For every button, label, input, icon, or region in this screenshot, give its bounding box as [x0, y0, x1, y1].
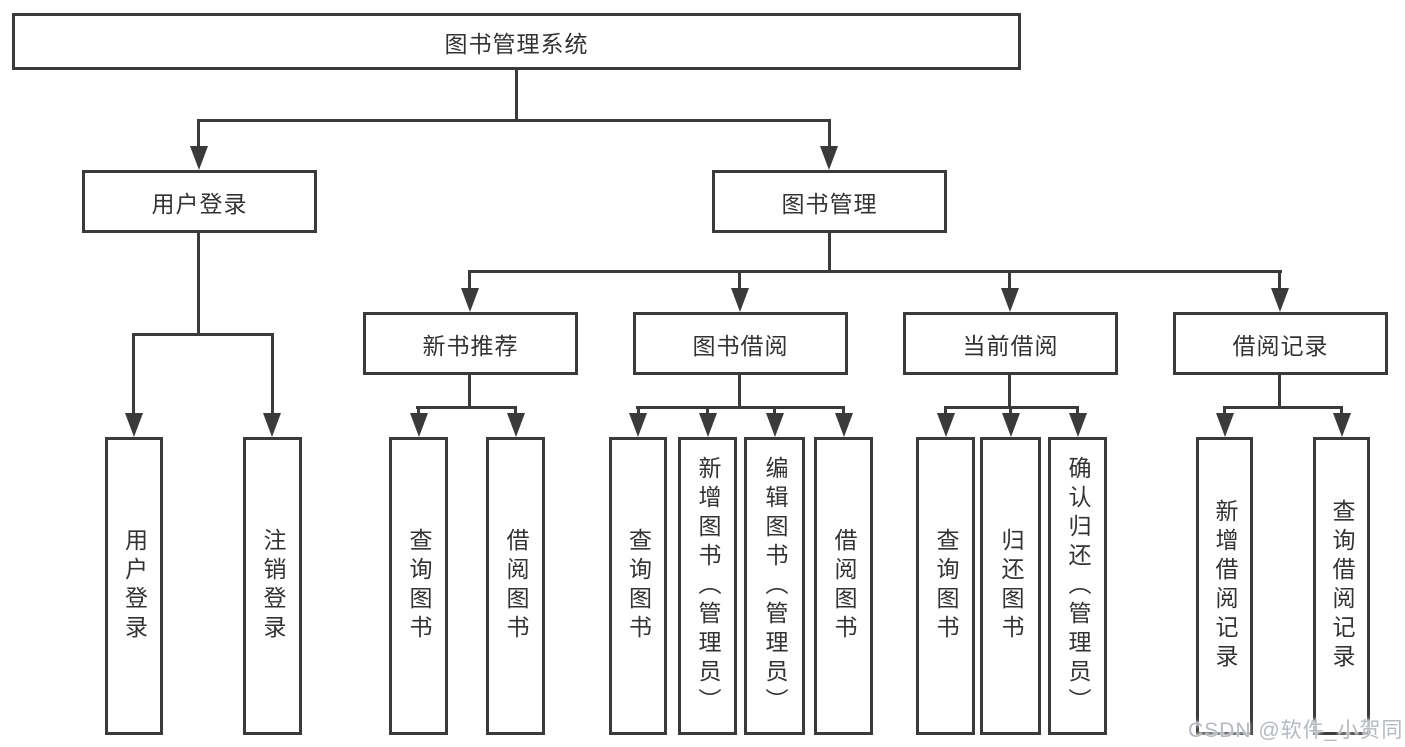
node-book-management: 图书管理 — [712, 170, 947, 233]
connector — [1009, 406, 1012, 418]
leaf-borrow-add-books-admin-label: 新增图书（管理员） — [695, 455, 721, 717]
leaf-recommend-borrow-books-label: 借阅图书 — [503, 528, 529, 644]
leaf-records-query-record: 查询借阅记录 — [1313, 437, 1370, 735]
connector — [468, 270, 1282, 273]
connector — [1278, 375, 1281, 408]
node-borrow-records-label: 借阅记录 — [1232, 332, 1329, 359]
connector — [468, 270, 471, 290]
csdn-watermark: CSDN @软件_小贺同学 — [1188, 719, 1405, 742]
connector — [944, 406, 947, 418]
connector — [468, 375, 471, 408]
connector — [132, 333, 274, 336]
connector — [271, 333, 274, 415]
leaf-records-query-record-label: 查询借阅记录 — [1329, 499, 1355, 673]
leaf-recommend-borrow-books: 借阅图书 — [486, 437, 545, 735]
leaf-current-return-books-label: 归还图书 — [998, 528, 1024, 644]
arrowhead — [1002, 413, 1020, 437]
arrowhead — [820, 146, 838, 170]
node-user-login-label: 用户登录 — [151, 190, 248, 217]
leaf-recommend-query-books-label: 查询图书 — [406, 528, 432, 644]
arrowhead — [1333, 413, 1351, 437]
node-current-borrow: 当前借阅 — [903, 312, 1118, 375]
leaf-borrow-borrow-books: 借阅图书 — [814, 437, 873, 735]
leaf-current-query-books: 查询图书 — [916, 437, 975, 735]
node-book-borrow-label: 图书借阅 — [692, 332, 789, 359]
connector — [417, 406, 420, 418]
node-current-borrow-label: 当前借阅 — [962, 332, 1059, 359]
arrowhead — [263, 413, 281, 437]
leaf-recommend-query-books: 查询图书 — [389, 437, 448, 735]
connector — [842, 406, 845, 418]
arrowhead — [1271, 288, 1289, 312]
connector — [197, 233, 200, 335]
connector — [1223, 406, 1226, 418]
node-new-book-recommend-label: 新书推荐 — [422, 332, 519, 359]
connector — [1223, 406, 1343, 409]
leaf-borrow-add-books-admin: 新增图书（管理员） — [678, 437, 737, 735]
arrowhead — [190, 146, 208, 170]
node-book-borrow: 图书借阅 — [633, 312, 848, 375]
arrowhead — [766, 413, 784, 437]
arrowhead — [410, 413, 428, 437]
arrowhead — [507, 413, 525, 437]
leaf-current-return-books: 归还图书 — [980, 437, 1041, 735]
leaf-user-login: 用户登录 — [105, 437, 163, 735]
connector — [132, 333, 135, 415]
leaf-records-add-record: 新增借阅记录 — [1196, 437, 1253, 735]
arrowhead — [731, 288, 749, 312]
connector — [706, 406, 709, 418]
connector — [1340, 406, 1343, 418]
arrowhead — [629, 413, 647, 437]
connector — [197, 119, 831, 122]
connector — [515, 70, 518, 121]
connector — [1008, 375, 1011, 408]
arrowhead — [835, 413, 853, 437]
node-borrow-records: 借阅记录 — [1173, 312, 1388, 375]
leaf-current-confirm-return-admin: 确认归还（管理员） — [1048, 437, 1107, 735]
connector — [773, 406, 776, 418]
node-user-login: 用户登录 — [82, 170, 317, 233]
node-root: 图书管理系统 — [12, 13, 1021, 70]
connector — [416, 406, 517, 409]
leaf-records-add-record-label: 新增借阅记录 — [1212, 499, 1238, 673]
connector — [197, 119, 200, 149]
arrowhead — [1216, 413, 1234, 437]
node-root-label: 图书管理系统 — [444, 30, 589, 57]
leaf-borrow-query-books-label: 查询图书 — [625, 528, 652, 644]
arrowhead — [937, 413, 955, 437]
leaf-borrow-edit-books-admin: 编辑图书（管理员） — [744, 437, 805, 735]
connector — [1278, 270, 1281, 290]
node-book-management-label: 图书管理 — [781, 190, 878, 217]
arrowhead — [1001, 288, 1019, 312]
leaf-borrow-edit-books-admin-label: 编辑图书（管理员） — [762, 455, 788, 717]
connector — [514, 406, 517, 418]
arrowhead — [461, 288, 479, 312]
node-new-book-recommend: 新书推荐 — [363, 312, 578, 375]
arrowhead — [125, 413, 143, 437]
connector — [828, 119, 831, 149]
leaf-user-login-label: 用户登录 — [121, 528, 148, 644]
connector — [636, 406, 845, 409]
leaf-logout: 注销登录 — [243, 437, 302, 735]
connector — [637, 406, 640, 418]
leaf-current-query-books-label: 查询图书 — [933, 528, 959, 644]
connector — [1008, 270, 1011, 290]
arrowhead — [1069, 413, 1087, 437]
connector — [738, 270, 741, 290]
connector — [1076, 406, 1079, 418]
connector — [828, 233, 831, 272]
arrowhead — [699, 413, 717, 437]
leaf-logout-label: 注销登录 — [260, 528, 286, 644]
leaf-current-confirm-return-admin-label: 确认归还（管理员） — [1065, 455, 1091, 717]
leaf-borrow-query-books: 查询图书 — [609, 437, 667, 735]
leaf-borrow-borrow-books-label: 借阅图书 — [831, 528, 857, 644]
connector — [738, 375, 741, 408]
